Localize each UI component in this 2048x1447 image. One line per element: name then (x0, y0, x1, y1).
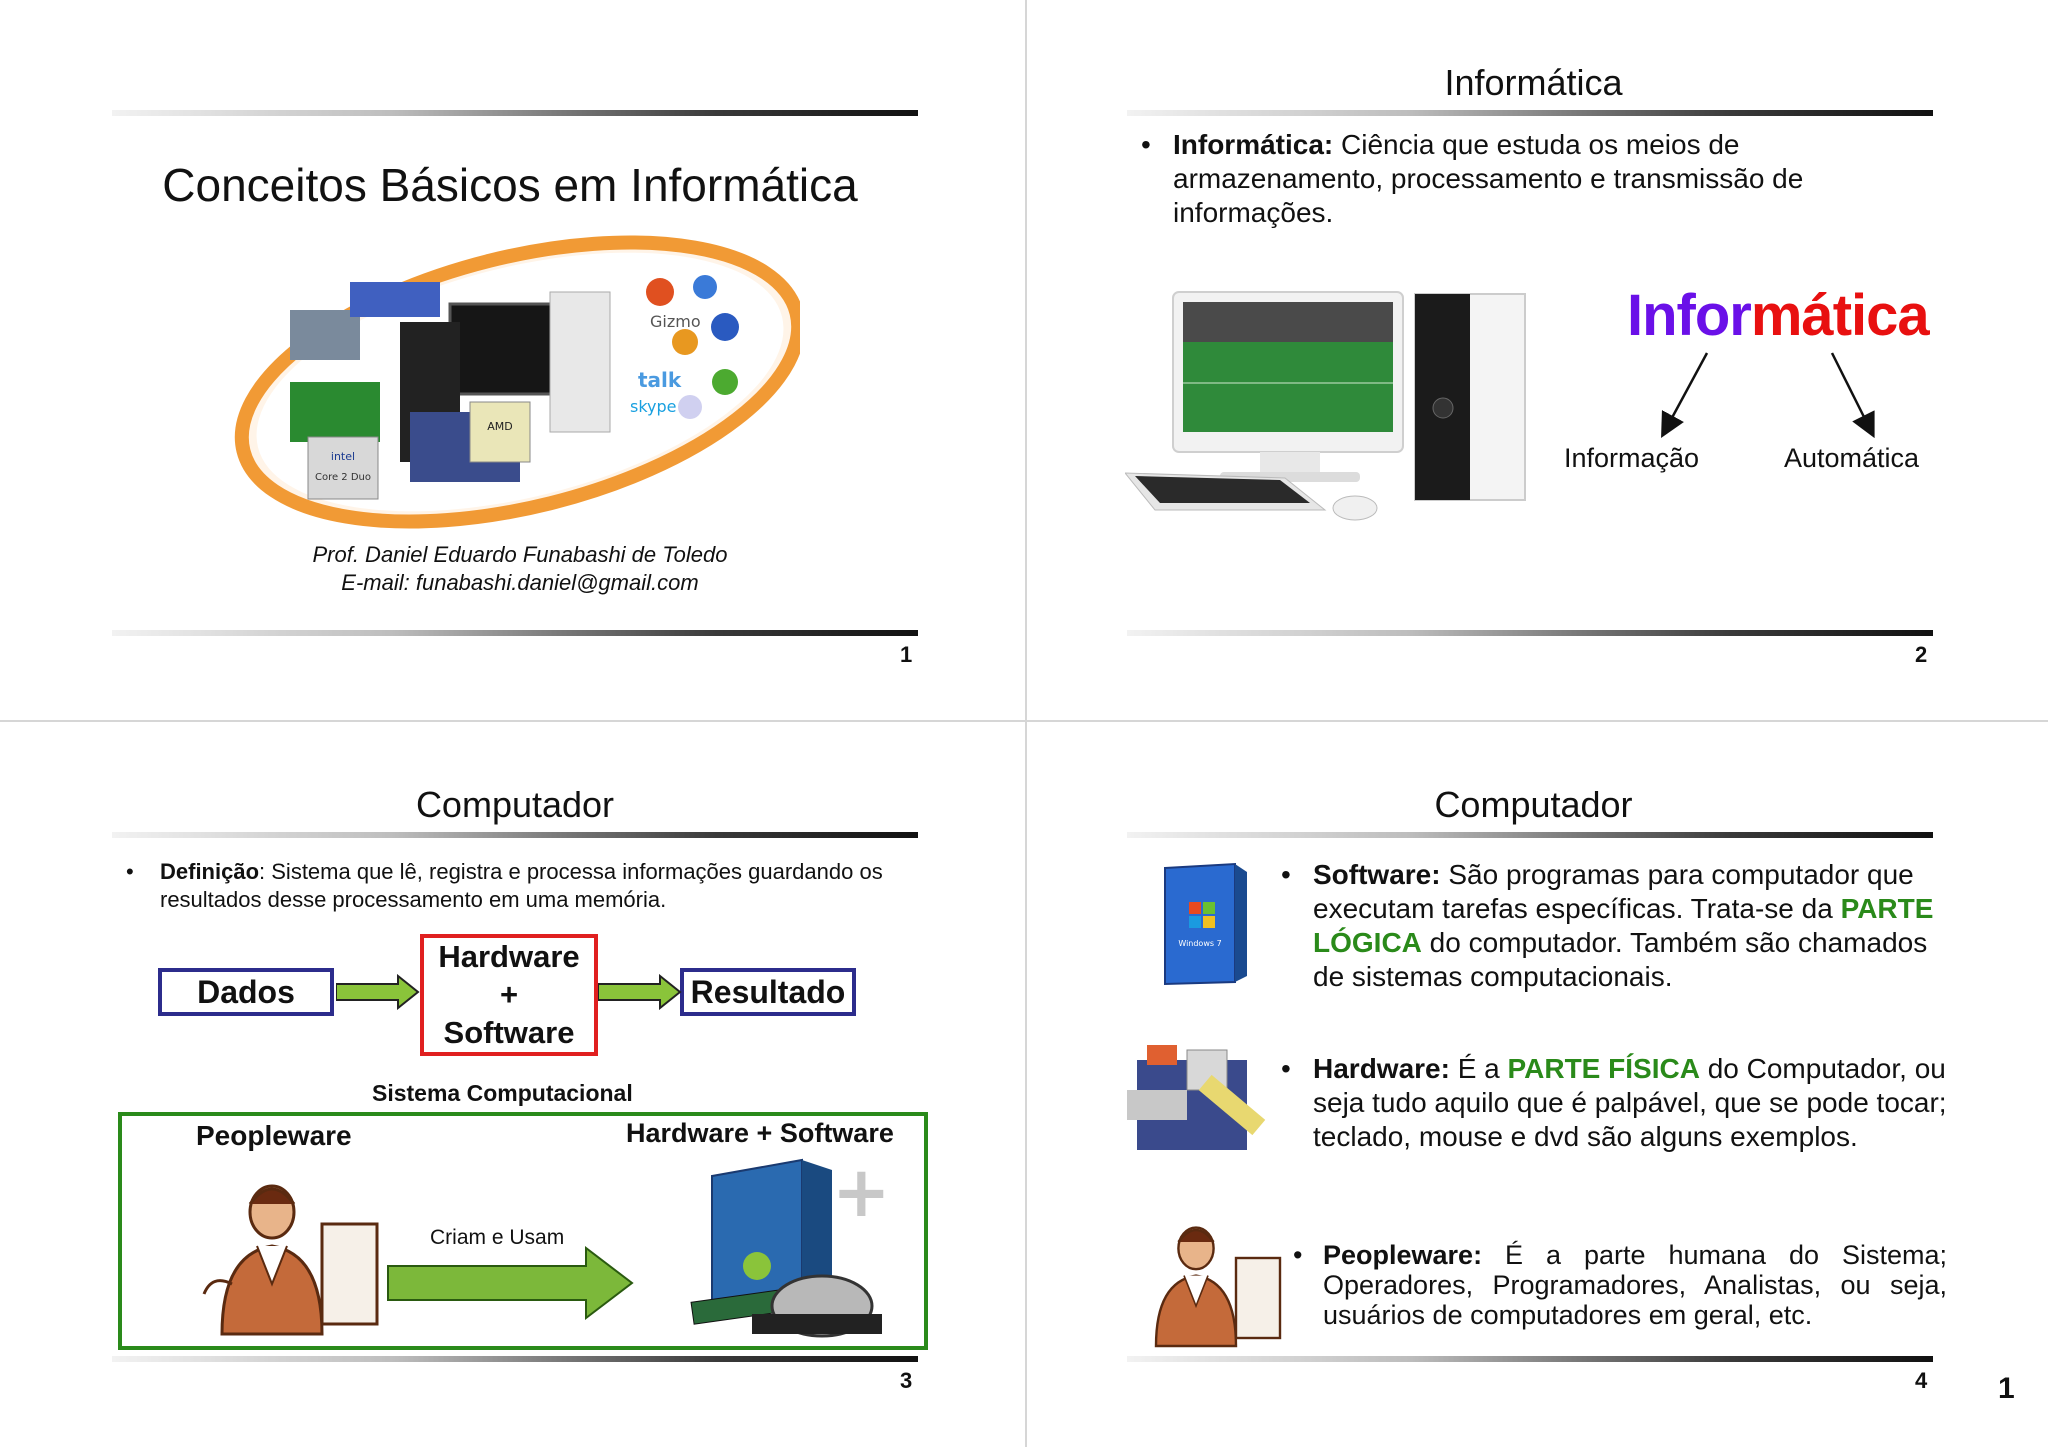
slide-title: Computador (415, 784, 615, 825)
sistema-computacional-label: Sistema Computacional (372, 1080, 633, 1106)
box-hardware-software: Hardware + Software (420, 934, 598, 1056)
bottom-rule (1127, 630, 1933, 636)
box-hw-line-1: Hardware (438, 939, 580, 974)
hardware-green-term: PARTE FÍSICA (1507, 1053, 1700, 1084)
slide-1: Conceitos Básicos em Informática intel C… (0, 0, 1024, 720)
bullet-peopleware: • Peopleware: É a parte humana do Sistem… (1293, 1240, 1947, 1330)
bullet-dot: • (1281, 1053, 1291, 1084)
hardware-text-2: do Computador, ou seja tudo aquilo que é… (1313, 1053, 1947, 1152)
arrow-hw-to-resultado (598, 974, 682, 1010)
big-informatica-word: Informática (1627, 282, 1930, 349)
software-hardware-image: + (690, 1156, 891, 1338)
bullet-dot: • (126, 859, 134, 884)
big-word-part-2: mática (1750, 283, 1930, 348)
definition-text: : Sistema que lê, registra e processa in… (160, 859, 883, 912)
big-word-part-1: Infor (1627, 283, 1752, 348)
author-email: E-mail: funabashi.daniel@gmail.com (341, 570, 699, 595)
svg-text:talk: talk (638, 368, 682, 392)
slide-4: Computador Windows 7 • Software: São pro… (1027, 722, 2048, 1447)
bottom-rule (112, 630, 918, 636)
software-text-2: do computador. Também são chamados de si… (1313, 927, 1928, 992)
bullet-software: • Software: São programas para computado… (1281, 858, 1953, 994)
bottom-rule (1127, 1356, 1933, 1362)
arrow-criam-usam (387, 1246, 634, 1320)
slide-number: 1 (900, 642, 913, 667)
software-bold: Software: (1313, 859, 1441, 890)
slide-title: Conceitos Básicos em Informática (162, 159, 858, 211)
hw-sw-label: Hardware + Software (626, 1118, 894, 1148)
top-rule (1127, 110, 1933, 116)
hardware-collage-image: intel Core 2 Duo AMD Gizmo talk skype (234, 235, 800, 529)
bullet-dot: • (1141, 129, 1151, 160)
svg-text:intel: intel (331, 450, 355, 463)
person-at-computer-image (1154, 1226, 1282, 1348)
bullet-hardware: • Hardware: É a PARTE FÍSICA do Computad… (1281, 1052, 1973, 1154)
label-informacao: Informação (1564, 443, 1700, 473)
software-text-1: São programas para computador que execut… (1313, 859, 1914, 924)
page-number: 1 (1998, 1372, 2015, 1405)
horizontal-divider (0, 720, 2048, 722)
branch-arrows (1661, 352, 1875, 439)
definition-bold: Definição (160, 859, 260, 884)
slide-number: 2 (1915, 642, 1928, 667)
criam-usam-label: Criam e Usam (430, 1226, 565, 1249)
desktop-computer-image (1125, 291, 1526, 521)
slide-2: Informática • Informática: Ciência que e… (1027, 0, 2048, 720)
svg-text:skype: skype (630, 397, 677, 416)
sistema-computacional-box: Peopleware Hardware + Software Criam e U… (118, 1112, 928, 1350)
box-hw-line-2: + (499, 977, 519, 1012)
box-hw-line-3: Software (443, 1015, 575, 1050)
svg-text:Windows 7: Windows 7 (1178, 939, 1221, 948)
bullet-informatica: • Informática: Ciência que estuda os mei… (1141, 128, 1873, 230)
bullet-text: Ciência que estuda os meios de armazenam… (1173, 129, 1804, 228)
peopleware-label: Peopleware (196, 1120, 352, 1151)
box-resultado: Resultado (680, 968, 856, 1016)
bullet-dot: • (1293, 1240, 1303, 1270)
slide-number: 4 (1915, 1368, 1928, 1393)
slide-title: Computador (1434, 784, 1633, 825)
svg-text:Gizmo: Gizmo (650, 312, 701, 331)
person-at-computer-image (202, 1184, 379, 1336)
slide-number: 3 (900, 1368, 913, 1393)
svg-text:Core 2 Duo: Core 2 Duo (315, 472, 371, 483)
definition-bullet: • Definição: Sistema que lê, registra e … (126, 858, 920, 914)
bullet-bold-term: Informática: (1173, 129, 1334, 160)
windows7-box-image: Windows 7 (1164, 862, 1247, 986)
hardware-text-1: É a (1449, 1053, 1508, 1084)
label-automatica: Automática (1784, 443, 1920, 473)
bottom-rule (112, 1356, 918, 1362)
software-green-term: PARTE LÓGICA (1313, 893, 1934, 958)
bullet-dot: • (1281, 859, 1291, 890)
top-rule (1127, 832, 1933, 838)
hardware-bold: Hardware: (1313, 1053, 1450, 1084)
vertical-divider (1025, 0, 1027, 1447)
top-rule (112, 110, 918, 116)
arrow-dados-to-hw (336, 974, 420, 1010)
top-rule (112, 832, 918, 838)
slide-title: Informática (1444, 62, 1623, 103)
slide-3: Computador • Definição: Sistema que lê, … (0, 722, 1024, 1447)
peopleware-text: É a parte humana do Sistema; Operadores,… (1323, 1240, 1947, 1330)
hardware-parts-image (1127, 1045, 1266, 1150)
box-dados: Dados (158, 968, 334, 1016)
author-name: Prof. Daniel Eduardo Funabashi de Toledo (312, 542, 728, 567)
svg-text:AMD: AMD (487, 420, 513, 433)
svg-text:+: + (832, 1156, 891, 1233)
peopleware-bold: Peopleware: (1323, 1240, 1483, 1270)
